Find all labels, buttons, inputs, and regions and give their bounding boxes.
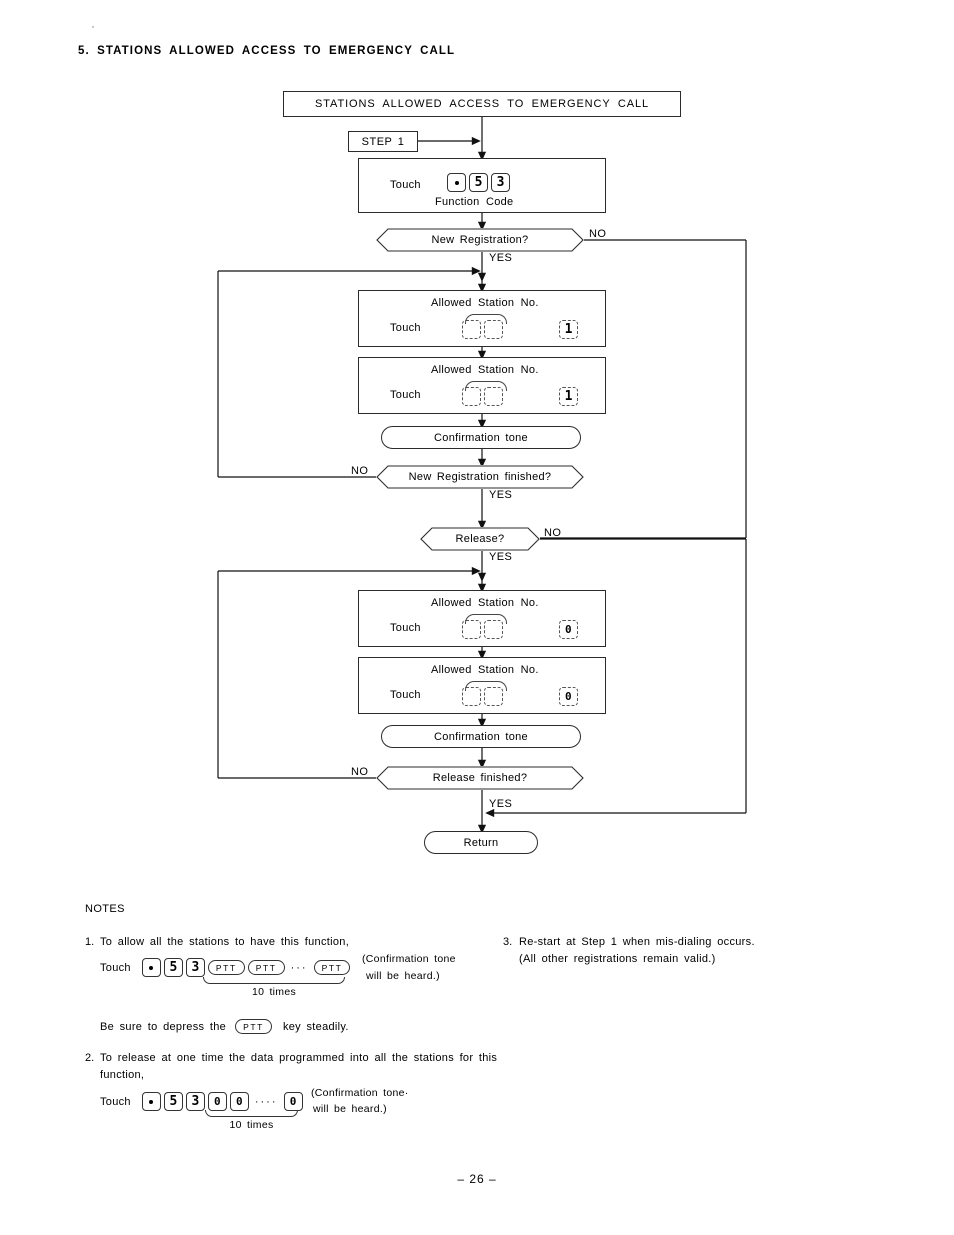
page-title: 5. STATIONS ALLOWED ACCESS TO EMERGENCY …: [78, 45, 456, 57]
touch-label: Touch: [390, 179, 421, 191]
key-dot-icon: [141, 1092, 161, 1111]
branch-yes-new-registration: YES: [489, 252, 513, 264]
flow-confirmation-tone-1: Confirmation tone: [381, 426, 581, 449]
blank-key-pair: [462, 314, 507, 342]
note-2-text-line1: To release at one time the data programm…: [100, 1052, 498, 1064]
touch-label: Touch: [390, 389, 421, 401]
blank-key: [484, 620, 503, 639]
branch-no-new-registration-finished: NO: [351, 465, 369, 477]
ellipsis: ····: [254, 1095, 278, 1108]
decision-new-registration-finished: New Registration finished?: [376, 465, 584, 489]
note-1-footer-tail: key steadily.: [282, 1020, 349, 1033]
station-value-key: 0: [559, 620, 578, 639]
notes-heading: NOTES: [85, 903, 125, 915]
brace-icon: [203, 977, 345, 984]
scan-artifact-dot: [92, 26, 94, 28]
note-2-paren-line1: (Confirmation tone·: [311, 1087, 409, 1099]
note-1-footer-text: Be sure to depress the: [100, 1020, 227, 1033]
key-group-arc-icon: [465, 314, 507, 324]
station-value-key: 0: [559, 687, 578, 706]
key-0: 0: [207, 1092, 227, 1111]
touch-label: Touch: [100, 1095, 131, 1108]
decision-label: Release?: [455, 533, 505, 545]
branch-no-release: NO: [544, 527, 562, 539]
ellipsis: ···: [290, 961, 308, 974]
flow-return-node: Return: [424, 831, 538, 854]
key-5: 5: [163, 1092, 183, 1111]
station-caption: Allowed Station No.: [431, 297, 539, 309]
key-group-arc-icon: [465, 681, 507, 691]
flow-title-box: STATIONS ALLOWED ACCESS TO EMERGENCY CAL…: [283, 91, 681, 117]
note-1-repeat-brace: 10 times: [203, 977, 345, 998]
blank-key: [484, 320, 503, 339]
key-ptt: PTT: [207, 960, 245, 975]
key-group-arc-icon: [465, 614, 507, 624]
blank-key-pair: [462, 381, 507, 409]
decision-new-registration: New Registration?: [376, 228, 584, 252]
flow-function-code-box: Touch 5 3 Function Code: [358, 158, 606, 213]
key-0: 0: [283, 1092, 303, 1111]
touch-label: Touch: [390, 322, 421, 334]
key-dot-icon: [141, 958, 161, 977]
flow-station-box-1: Allowed Station No. Touch 1: [358, 290, 606, 347]
note-1-text: To allow all the stations to have this f…: [100, 936, 350, 948]
decision-label: New Registration?: [431, 234, 529, 246]
station-caption: Allowed Station No.: [431, 597, 539, 609]
key-3: 3: [185, 1092, 205, 1111]
blank-key: [484, 387, 503, 406]
station-value-key: 1: [559, 387, 578, 406]
note-3-text-line1: Re-start at Step 1 when mis-dialing occu…: [519, 936, 755, 948]
note-1-number: 1.: [85, 936, 95, 948]
flow-station-box-2: Allowed Station No. Touch 1: [358, 357, 606, 414]
note-1-paren-line2: will be heard.): [366, 970, 440, 982]
key-3: 3: [185, 958, 205, 977]
key-dot-icon: [447, 173, 466, 192]
blank-key-pair: [462, 681, 507, 709]
page-number: – 26 –: [457, 1172, 497, 1186]
station-caption: Allowed Station No.: [431, 664, 539, 676]
brace-label: 10 times: [251, 986, 297, 998]
note-3-number: 3.: [503, 936, 513, 948]
branch-yes-release-finished: YES: [489, 798, 513, 810]
note-2-number: 2.: [85, 1052, 95, 1064]
decision-label: New Registration finished?: [408, 471, 552, 483]
note-2-paren-line2: will be heard.): [313, 1103, 387, 1115]
key-ptt: PTT: [313, 960, 351, 975]
touch-label: Touch: [390, 622, 421, 634]
key-group-arc-icon: [465, 381, 507, 391]
flow-station-box-3: Allowed Station No. Touch 0: [358, 590, 606, 647]
key-5: 5: [469, 173, 488, 192]
note-2-repeat-brace: 10 times: [205, 1110, 298, 1131]
branch-no-release-finished: NO: [351, 766, 369, 778]
branch-yes-release: YES: [489, 551, 513, 563]
decision-release-finished: Release finished?: [376, 766, 584, 790]
branch-yes-new-registration-finished: YES: [489, 489, 513, 501]
note-1-paren-line1: (Confirmation tone: [362, 953, 456, 965]
key-ptt: PTT: [247, 960, 285, 975]
blank-key: [484, 687, 503, 706]
blank-key-pair: [462, 614, 507, 642]
brace-label: 10 times: [229, 1119, 274, 1131]
flow-station-box-4: Allowed Station No. Touch 0: [358, 657, 606, 714]
decision-release: Release?: [420, 527, 540, 551]
note-2-key-sequence: Touch 5 3 0 0 ···· 0: [100, 1092, 303, 1111]
note-1-footer: Be sure to depress the PTT key steadily.: [100, 1019, 349, 1034]
key-3: 3: [491, 173, 510, 192]
note-3-text-line2: (All other registrations remain valid.): [519, 953, 716, 965]
function-code-caption: Function Code: [435, 196, 514, 208]
branch-no-new-registration: NO: [589, 228, 607, 240]
note-2-text-line2: function,: [100, 1069, 145, 1081]
key-0: 0: [229, 1092, 249, 1111]
touch-label: Touch: [390, 689, 421, 701]
brace-icon: [205, 1110, 298, 1117]
key-ptt: PTT: [235, 1019, 272, 1034]
key-5: 5: [163, 958, 183, 977]
station-value-key: 1: [559, 320, 578, 339]
station-caption: Allowed Station No.: [431, 364, 539, 376]
touch-label: Touch: [100, 961, 131, 974]
flow-step-box: STEP 1: [348, 131, 418, 152]
decision-label: Release finished?: [432, 772, 528, 784]
flow-confirmation-tone-2: Confirmation tone: [381, 725, 581, 748]
note-1-key-sequence: Touch 5 3 PTT PTT ··· PTT: [100, 958, 351, 977]
